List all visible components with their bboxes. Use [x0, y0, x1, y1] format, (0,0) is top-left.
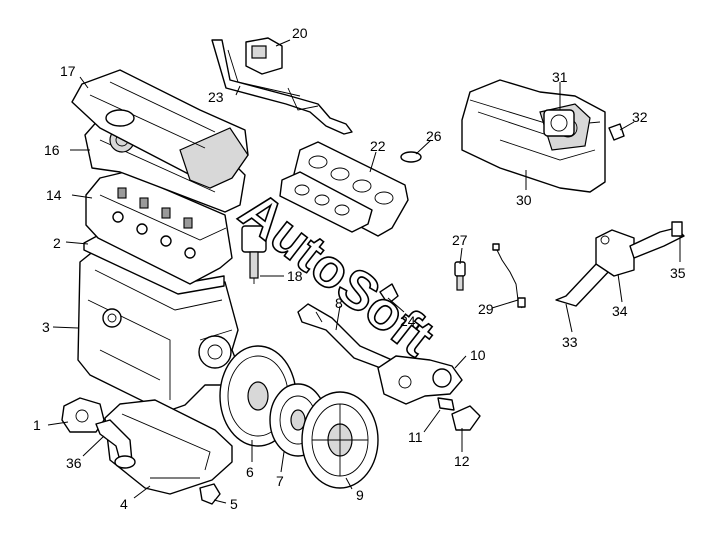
part-32-sensor — [608, 123, 625, 141]
label-33: 33 — [562, 334, 578, 350]
part-9-pressure-plate — [301, 391, 379, 489]
label-31: 31 — [552, 69, 568, 85]
part-36-oil-pickup — [95, 419, 136, 469]
part-34-egr-pipe — [555, 221, 685, 307]
label-2: 2 — [53, 235, 61, 251]
label-29: 29 — [478, 301, 494, 317]
part-17-valve-cover — [71, 69, 249, 189]
label-12: 12 — [454, 453, 470, 469]
label-18: 18 — [287, 268, 303, 284]
part-labels: 1 2 3 4 5 6 7 8 9 10 11 12 14 16 17 18 2… — [33, 25, 686, 512]
part-23-hoses — [211, 39, 353, 135]
label-9: 9 — [356, 487, 364, 503]
label-36: 36 — [66, 455, 82, 471]
label-35: 35 — [670, 265, 686, 281]
part-24-bracket — [379, 283, 399, 305]
label-10: 10 — [470, 347, 486, 363]
label-14: 14 — [46, 187, 62, 203]
part-29-wiring — [492, 243, 526, 309]
part-26-o-ring — [400, 151, 422, 163]
part-5-drain-plug — [199, 483, 221, 505]
label-34: 34 — [612, 303, 628, 319]
label-11: 11 — [408, 429, 423, 445]
label-4: 4 — [120, 496, 128, 512]
label-3: 3 — [42, 319, 50, 335]
label-23: 23 — [208, 89, 224, 105]
label-22: 22 — [370, 138, 386, 154]
label-20: 20 — [292, 25, 308, 41]
part-11-temperature-sensor — [437, 397, 455, 411]
label-17: 17 — [60, 63, 76, 79]
part-10-thermostat-housing — [377, 355, 463, 405]
label-16: 16 — [44, 142, 60, 158]
label-26: 26 — [426, 128, 442, 144]
label-32: 32 — [632, 109, 648, 125]
label-30: 30 — [516, 192, 532, 208]
part-14-cylinder-head — [85, 171, 233, 285]
leader-lines — [47, 39, 681, 504]
label-5: 5 — [230, 496, 238, 512]
label-8: 8 — [335, 295, 343, 311]
part-12-flange — [451, 405, 481, 431]
label-7: 7 — [276, 473, 284, 489]
part-30-intake-manifold — [461, 79, 606, 193]
part-18-ignition-coil — [241, 225, 267, 284]
label-27: 27 — [452, 232, 468, 248]
part-27-sensor — [454, 261, 466, 291]
label-1: 1 — [33, 417, 41, 433]
label-6: 6 — [246, 464, 254, 480]
label-24: 24 — [400, 313, 416, 329]
part-exhaust-gasket — [279, 171, 373, 233]
part-31-throttle-body — [543, 109, 575, 137]
part-4-oil-pan — [104, 399, 233, 495]
part-20-valve-unit — [245, 37, 283, 75]
